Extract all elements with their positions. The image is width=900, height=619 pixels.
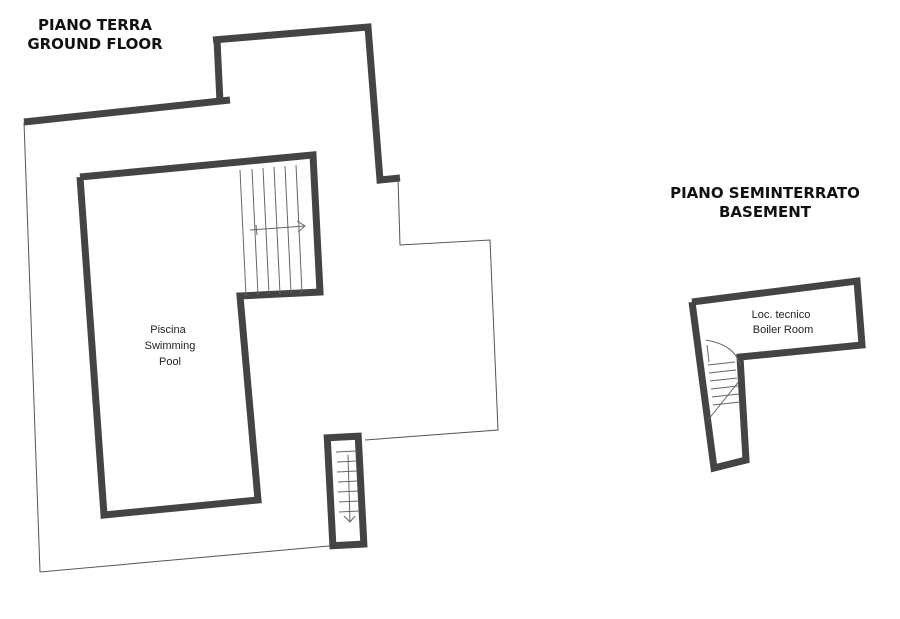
basement-stairs [705,339,741,421]
ground-floor-title-en: GROUND FLOOR [27,35,163,53]
north-wall [23,96,231,126]
north-east-wall [212,23,401,184]
lower-stairs [335,450,360,523]
terrace-outline [23,121,341,573]
ground-floor-plan: Piscina Swimming Pool [23,23,499,573]
basement-plan: Loc. tecnico Boiler Room [688,277,866,473]
pool-wall [76,151,324,519]
north-wall-step [213,39,224,103]
boiler-room-wall [688,277,866,473]
pool-label-en: Swimming [145,340,196,352]
boiler-room-label-it: Loc. tecnico [752,309,811,321]
basement-title-en: BASEMENT [718,203,812,221]
boiler-room-label-en: Boiler Room [753,324,814,336]
basement-title-it: PIANO SEMINTERRATO [670,184,860,202]
basement-title: PIANO SEMINTERRATO BASEMENT [660,184,870,222]
terrace-outline-right [364,177,499,441]
ground-floor-title-it: PIANO TERRA [38,16,152,34]
ground-floor-title: PIANO TERRA GROUND FLOOR [20,16,170,54]
pool-label-en2: Pool [159,356,181,368]
pool-stairs [239,164,306,297]
pool-label-it: Piscina [150,324,186,336]
lower-stair-wall [323,432,368,550]
